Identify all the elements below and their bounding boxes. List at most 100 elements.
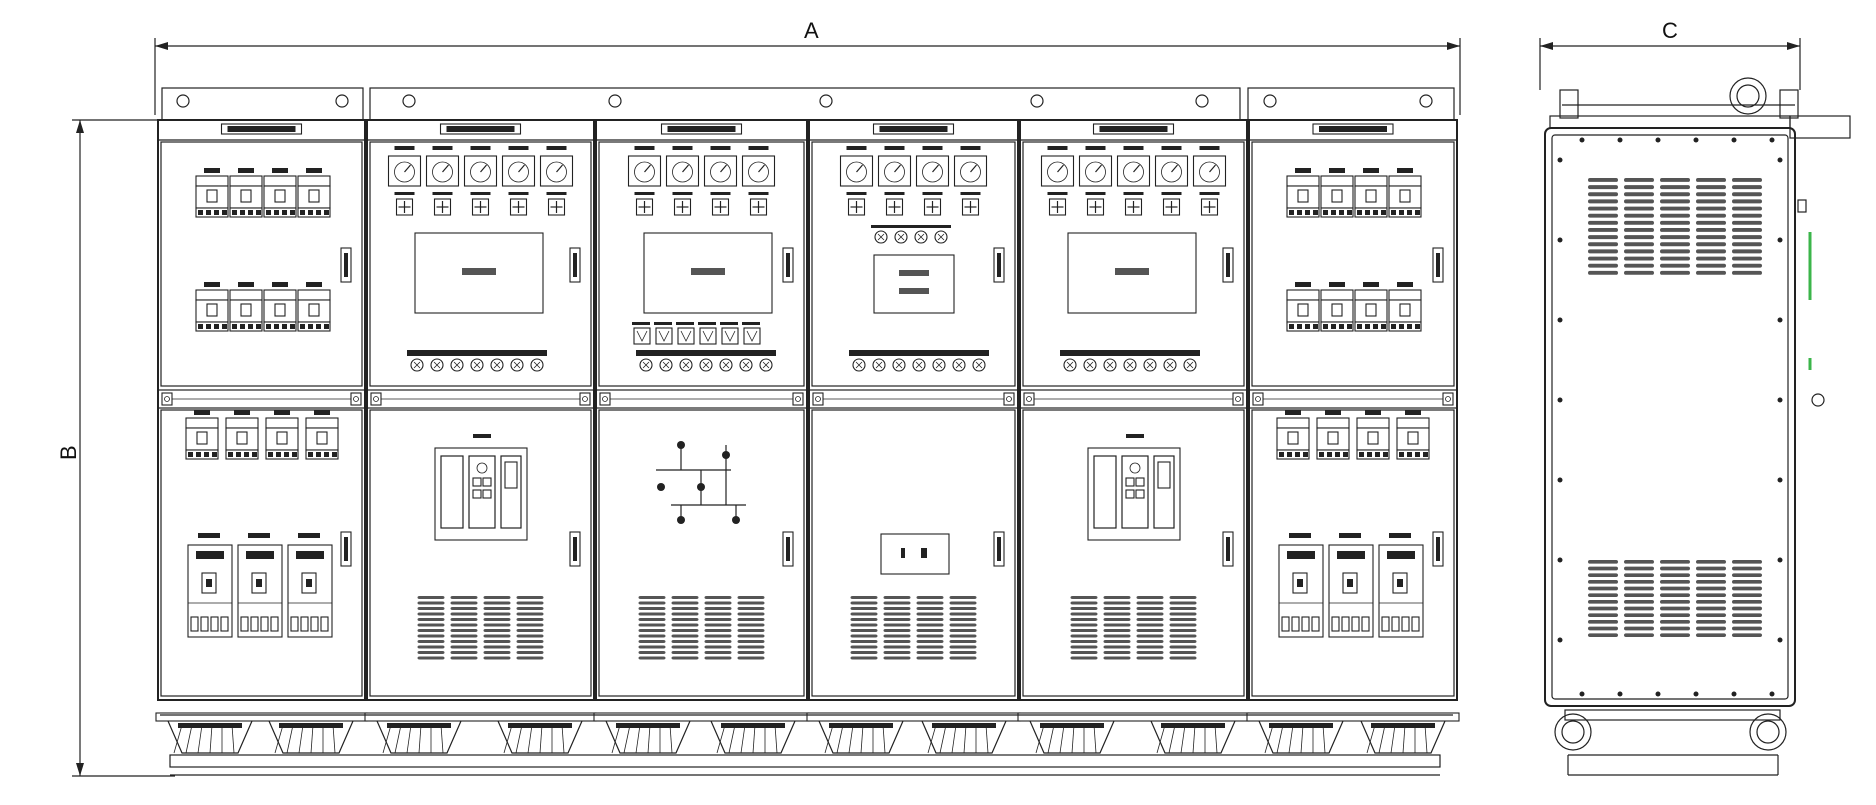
hinge xyxy=(161,392,173,406)
base-footing xyxy=(593,712,810,754)
breaker-unit xyxy=(195,168,229,218)
panel-5 xyxy=(1017,119,1250,754)
hinge xyxy=(812,392,824,406)
analog-meter xyxy=(703,146,738,187)
analog-meter xyxy=(501,146,536,187)
breaker-unit xyxy=(1320,168,1354,218)
dimension-b-label: B xyxy=(56,445,81,460)
breaker-unit xyxy=(185,410,219,460)
lifting-rails xyxy=(161,87,1455,121)
door-handle xyxy=(340,531,352,567)
large-breaker xyxy=(287,533,333,638)
hinge xyxy=(792,392,804,406)
dimension-a: A xyxy=(154,18,1461,115)
breaker-unit xyxy=(1388,282,1422,332)
vent-grille xyxy=(850,596,977,660)
door-handle xyxy=(569,531,581,567)
circuit-breaker-fascia xyxy=(1087,434,1181,541)
base-footing xyxy=(1017,712,1250,754)
analog-meter xyxy=(463,146,498,187)
base-footing xyxy=(1246,712,1460,754)
vent-grille xyxy=(1070,596,1197,660)
large-breaker xyxy=(187,533,233,638)
dimension-c: C xyxy=(1539,18,1801,90)
breaker-unit xyxy=(1396,410,1430,460)
analog-meter xyxy=(1154,146,1189,187)
analog-meter xyxy=(1116,146,1151,187)
panel-6 xyxy=(1246,119,1460,754)
door-handle xyxy=(993,531,1005,567)
large-breaker xyxy=(237,533,283,638)
base-plinth xyxy=(160,714,1453,776)
control-switches xyxy=(1047,192,1220,216)
dimension-c-label: C xyxy=(1662,18,1678,43)
breaker-unit xyxy=(1316,410,1350,460)
analog-meter xyxy=(627,146,662,187)
large-breaker xyxy=(1378,533,1424,638)
selector-switches xyxy=(632,322,761,345)
door-handle xyxy=(569,247,581,283)
door-handle xyxy=(1432,531,1444,567)
indicator-row xyxy=(871,225,951,244)
analog-meter xyxy=(1192,146,1227,187)
door-handle xyxy=(340,247,352,283)
breaker-unit xyxy=(1388,168,1422,218)
breaker-unit xyxy=(1356,410,1390,460)
analog-meter xyxy=(539,146,574,187)
breaker-unit xyxy=(1286,168,1320,218)
control-switches xyxy=(394,192,567,216)
breaker-unit xyxy=(265,410,299,460)
large-breaker xyxy=(1328,533,1374,638)
vent-grille xyxy=(1588,560,1762,637)
door-handle xyxy=(782,531,794,567)
breaker-unit xyxy=(297,282,331,332)
analog-meter xyxy=(425,146,460,187)
panel-3 xyxy=(593,119,810,754)
side-view xyxy=(1544,77,1851,776)
breaker-unit xyxy=(225,410,259,460)
base-footing xyxy=(806,712,1021,754)
vent-grille xyxy=(417,596,544,660)
analog-meter xyxy=(877,146,912,187)
panel-2 xyxy=(364,119,597,754)
dimension-a-label: A xyxy=(804,18,819,43)
hinge xyxy=(1442,392,1454,406)
analog-meter xyxy=(953,146,988,187)
analog-meter xyxy=(839,146,874,187)
breaker-unit xyxy=(229,168,263,218)
hinge xyxy=(1003,392,1015,406)
vent-grille xyxy=(1588,178,1762,275)
single-line-diagram xyxy=(656,441,746,524)
indicator-row xyxy=(1060,353,1200,372)
breaker-unit xyxy=(1354,282,1388,332)
breaker-unit xyxy=(1320,282,1354,332)
breaker-unit xyxy=(229,282,263,332)
breaker-unit xyxy=(195,282,229,332)
door-handle xyxy=(993,247,1005,283)
analog-meter xyxy=(1040,146,1075,187)
front-view xyxy=(155,87,1460,776)
control-switches xyxy=(634,192,769,216)
breaker-unit xyxy=(263,282,297,332)
hinge xyxy=(1232,392,1244,406)
hinge xyxy=(1252,392,1264,406)
door-handle xyxy=(1222,531,1234,567)
breaker-unit xyxy=(263,168,297,218)
hinge xyxy=(350,392,362,406)
breaker-unit xyxy=(297,168,331,218)
analog-meter xyxy=(1078,146,1113,187)
base-footing xyxy=(364,712,597,754)
panel-1 xyxy=(155,119,368,754)
hinge xyxy=(1023,392,1035,406)
analog-meter xyxy=(387,146,422,187)
circuit-breaker-fascia xyxy=(434,434,528,541)
vent-grille xyxy=(638,596,765,660)
hinge xyxy=(370,392,382,406)
hinge xyxy=(579,392,591,406)
door-handle xyxy=(1222,247,1234,283)
base-footing xyxy=(155,712,368,754)
indicator-row xyxy=(849,353,989,372)
dimension-b: B xyxy=(56,119,175,777)
breaker-unit xyxy=(1286,282,1320,332)
